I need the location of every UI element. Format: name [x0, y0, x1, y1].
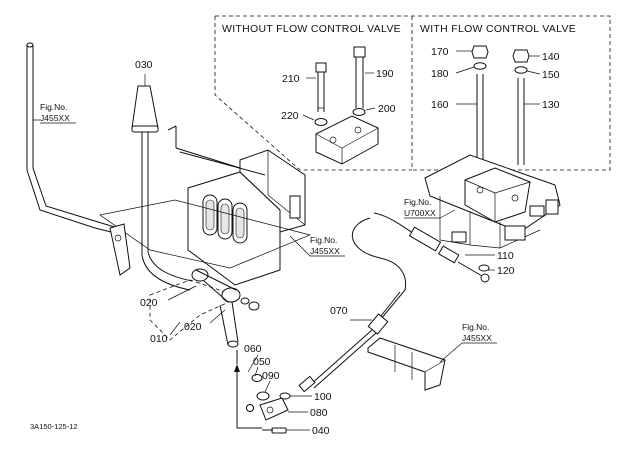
part-label-020-lower: 020	[184, 321, 202, 333]
left-lever: Fig.No. J455XX	[26, 42, 131, 276]
lower-bracket: Fig.No. J455XX	[367, 322, 497, 391]
part-label-200: 200	[378, 103, 396, 115]
shift-lever: 030	[131, 59, 193, 291]
part-label-100: 100	[314, 391, 332, 403]
fig-ref-prefix-1: Fig.No.	[40, 102, 67, 112]
valve-option-boxes: WITHOUT FLOW CONTROL VALVE WITH FLOW CON…	[214, 15, 611, 171]
fig-ref-number-1: J455XX	[40, 113, 70, 123]
part-label-060: 060	[244, 343, 262, 355]
part-label-220: 220	[281, 110, 299, 122]
without-flow-control-title: WITHOUT FLOW CONTROL VALVE	[222, 23, 401, 35]
part-label-040: 040	[312, 425, 330, 437]
cable-end-hardware: 060 050 090 100 080 040	[234, 343, 332, 437]
part-label-120: 120	[497, 265, 515, 277]
part-label-210: 210	[282, 73, 300, 85]
part-label-180: 180	[431, 68, 449, 80]
part-label-010: 010	[150, 333, 168, 345]
part-label-020-upper: 020	[140, 297, 158, 309]
control-valve-assembly: Fig.No. U700XX	[404, 154, 561, 249]
drawing-code: 3A150-125-12	[30, 422, 78, 431]
part-label-050: 050	[253, 356, 271, 368]
with-fcv-parts: 170 180 140 150 160 130	[431, 45, 560, 165]
part-label-190: 190	[376, 68, 394, 80]
part-label-070: 070	[330, 305, 348, 317]
part-label-170: 170	[431, 46, 449, 58]
part-label-090: 090	[262, 370, 280, 382]
control-cable: 110 120 070	[298, 212, 515, 393]
fig-ref-prefix-4: Fig.No.	[462, 322, 489, 332]
part-label-080: 080	[310, 407, 328, 419]
part-label-160: 160	[431, 99, 449, 111]
fig-ref-prefix-3: Fig.No.	[404, 197, 431, 207]
fig-ref-number-2: J455XX	[310, 246, 340, 256]
fig-ref-number-3: U700XX	[404, 208, 436, 218]
part-label-110: 110	[497, 250, 514, 262]
part-label-130: 130	[542, 99, 560, 111]
without-fcv-parts: 210 190 220 200	[281, 46, 396, 165]
with-flow-control-title: WITH FLOW CONTROL VALVE	[420, 23, 576, 35]
part-label-030: 030	[135, 59, 153, 71]
lever-assembly: 020 020 010	[140, 268, 260, 348]
part-label-140: 140	[542, 51, 560, 63]
fig-ref-prefix-2: Fig.No.	[310, 235, 337, 245]
part-label-150: 150	[542, 69, 560, 81]
fig-ref-number-4: J455XX	[462, 333, 492, 343]
